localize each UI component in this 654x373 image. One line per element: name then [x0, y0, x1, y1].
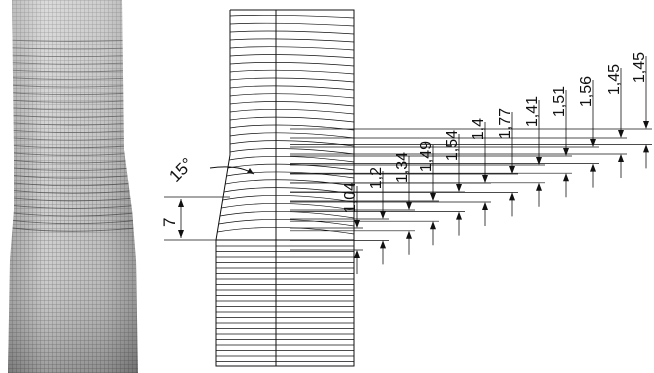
dimension-label: 1,34 [394, 152, 411, 183]
deformed-grid-line [229, 62, 355, 67]
dimension-label: 1,54 [444, 130, 461, 161]
dimension-label: 1,45 [606, 64, 623, 95]
offset-arrowhead [178, 230, 184, 238]
dimension-arrowhead [536, 157, 542, 165]
dimension-arrowhead [563, 173, 569, 182]
deformed-grid-line [227, 163, 355, 171]
deformed-grid-line [226, 171, 355, 179]
dimension-arrowhead [380, 211, 386, 219]
deformed-grid-line [229, 77, 355, 83]
specimen-photo [8, 0, 138, 373]
dimension-arrowhead [643, 121, 649, 129]
dimension-label: 1,56 [578, 76, 595, 107]
deformed-grid-line [229, 30, 355, 35]
dimension-label: 1,51 [551, 86, 568, 117]
dimension-arrowhead [509, 166, 515, 174]
dimension-arrowhead [406, 230, 412, 239]
dimension-arrowhead [618, 154, 624, 162]
deformed-grid-line [223, 187, 355, 195]
deformed-grid-line [229, 116, 355, 123]
dimension-arrowhead [354, 220, 360, 228]
deformed-grid-line [229, 46, 355, 51]
deformed-grid-line [229, 155, 355, 163]
dimension-arrowhead [354, 250, 360, 258]
deformed-grid-line [229, 93, 355, 99]
deformed-grid-line [229, 14, 355, 19]
dimension-label: 1,49 [418, 141, 435, 172]
dimension-arrowhead [509, 192, 515, 201]
angle-arrowhead [247, 168, 254, 174]
deformed-grid-line [217, 227, 355, 235]
dimension-arrowhead [643, 144, 649, 153]
deformed-grid-line [219, 211, 355, 219]
deformed-grid-line [222, 195, 355, 203]
deformed-grid-line [229, 108, 355, 115]
angle-label: 15° [165, 154, 197, 186]
dimension-arrowhead [536, 182, 542, 191]
deformed-grid-line [229, 132, 355, 139]
dimension-arrowhead [482, 202, 488, 210]
deformed-grid-line [229, 69, 355, 75]
dimension-arrowhead [563, 148, 569, 156]
dimension-arrowhead [430, 193, 436, 201]
deformed-grid-line [225, 179, 355, 187]
deformed-grid-line [229, 140, 355, 147]
deformed-grid-line [229, 101, 355, 107]
dimension-arrowhead [618, 130, 624, 138]
dimension-arrowhead [456, 211, 462, 220]
dimension-arrowhead [406, 202, 412, 210]
annotations: 15° 7 [160, 154, 197, 227]
dimension-arrowhead [430, 221, 436, 230]
dimension-label: 1,41 [524, 96, 541, 127]
specimen-outline [164, 9, 355, 367]
deformed-grid-line [218, 219, 355, 227]
lower-outline [215, 239, 355, 367]
dimension-arrowhead [456, 184, 462, 192]
dimension-arrowhead [590, 163, 596, 172]
dimension-label: 1,2 [368, 167, 385, 189]
dimension-label: 1,77 [497, 108, 514, 139]
deformed-grid-line [229, 124, 355, 131]
offset-arrowhead [178, 199, 184, 207]
deformed-grid-line [229, 38, 355, 43]
upper-left-edge [215, 10, 231, 241]
deformed-grid-line [229, 22, 355, 27]
deformed-grid-line [229, 54, 355, 59]
dimension-label: 1,45 [631, 52, 648, 83]
offset-label: 7 [160, 218, 179, 227]
dimension-arrowhead [590, 139, 596, 147]
deformed-grid-line [229, 85, 355, 91]
dimension-label: 1,04 [342, 182, 359, 213]
dimension-arrowhead [380, 240, 386, 249]
dimension-arrowhead [482, 175, 488, 183]
deformed-grid-line [229, 148, 355, 155]
deformed-grid-line [221, 203, 355, 211]
